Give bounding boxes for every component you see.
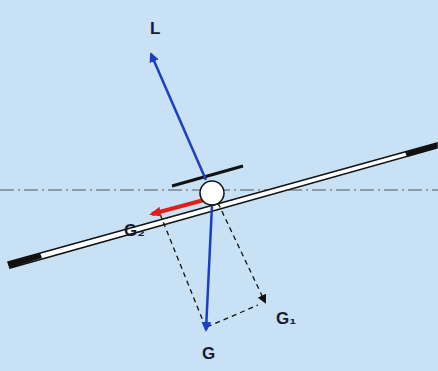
weight-vector (206, 205, 212, 330)
lift-vector (151, 54, 206, 180)
lift-label: L (150, 20, 160, 37)
component-label: G₂ (124, 222, 145, 239)
fuselage (200, 181, 224, 205)
construction-line (160, 214, 205, 326)
wing (8, 143, 437, 268)
component-label: G₁ (276, 310, 296, 327)
wing-tip (8, 253, 42, 268)
weight-label: G (202, 345, 215, 362)
g1-vector (218, 203, 265, 302)
construction-line (207, 305, 258, 327)
wing-tip (405, 143, 437, 157)
g2-vector (152, 200, 204, 214)
